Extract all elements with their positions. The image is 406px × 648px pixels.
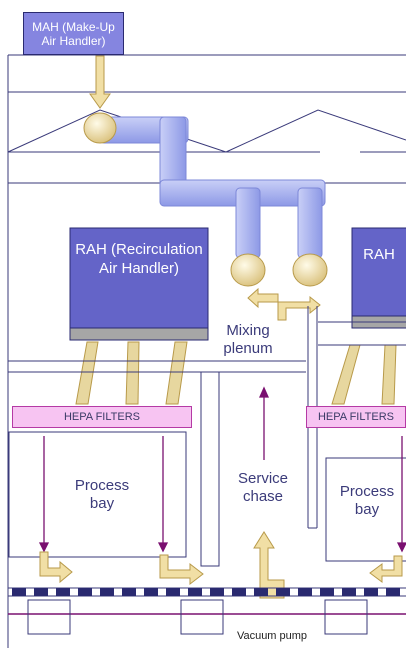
building-outline bbox=[7, 54, 406, 648]
hepa-filters-left: HEPA FILTERS bbox=[12, 406, 192, 428]
raised-floor bbox=[8, 587, 406, 597]
process-bay-right-label: Process bay bbox=[339, 483, 395, 518]
mixing-plenum-label: Mixing plenum bbox=[223, 322, 273, 357]
mah-label: MAH (Make-Up Air Handler) bbox=[23, 12, 124, 55]
mixing-fan-left bbox=[230, 253, 266, 287]
floor-arrows bbox=[39, 531, 403, 599]
duct-vertical-3 bbox=[297, 187, 323, 259]
service-chase-label: Service chase bbox=[237, 470, 289, 505]
rah-right-box bbox=[351, 227, 406, 317]
mah-fan bbox=[83, 112, 117, 144]
vacuum-system bbox=[8, 599, 406, 635]
hepa-filters-right: HEPA FILTERS bbox=[306, 406, 406, 428]
duct-vertical-2 bbox=[235, 187, 261, 259]
roof-truss bbox=[7, 109, 406, 153]
mixing-arrow-left bbox=[247, 287, 279, 309]
rah-left-base bbox=[69, 327, 209, 341]
process-bay-left bbox=[8, 431, 187, 558]
process-bay-left-label: Process bay bbox=[74, 477, 130, 512]
rah-left-label: RAH (Recirculation Air Handler) bbox=[75, 241, 203, 277]
rah-left-box bbox=[69, 227, 209, 329]
mixing-arrow-right bbox=[277, 295, 321, 321]
return-legs bbox=[75, 341, 397, 405]
ductwork bbox=[99, 116, 326, 259]
mixing-fan-right bbox=[292, 253, 328, 287]
rah-right-label: RAH bbox=[363, 246, 395, 263]
mah-supply-arrow bbox=[89, 55, 111, 109]
vacuum-pump-label: Vacuum pump bbox=[236, 630, 308, 642]
airflow-arrows bbox=[38, 386, 406, 553]
process-bay-right bbox=[325, 457, 406, 562]
plenum-lines bbox=[8, 306, 406, 567]
